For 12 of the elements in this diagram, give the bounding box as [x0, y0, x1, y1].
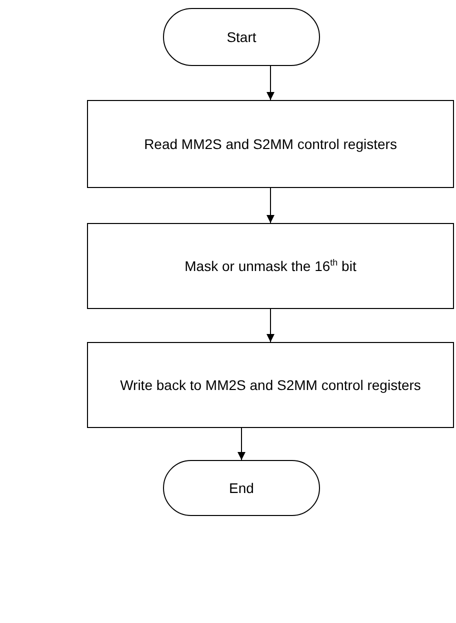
process-box [87, 342, 454, 428]
arrow [238, 428, 246, 460]
arrow [266, 188, 274, 224]
process-box [87, 100, 454, 188]
process-box [87, 223, 454, 309]
node-text: Start [226, 28, 256, 46]
node-text: Mask or unmask the 16$^{th}$ bit [184, 256, 356, 276]
node-text: Write back to MM2S and S2MM control registers [120, 376, 421, 395]
node-text: End [229, 478, 254, 498]
node-text: Read MM2S and S2MM control registers [144, 134, 397, 154]
arrow [266, 308, 274, 342]
arrow [266, 66, 274, 100]
